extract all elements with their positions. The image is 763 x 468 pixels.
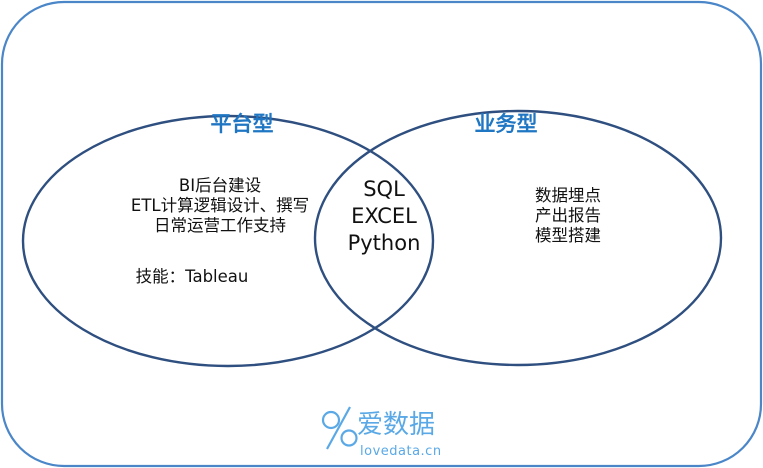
- right-duty-line: 数据埋点: [535, 186, 601, 205]
- overlap-skill-line: EXCEL: [351, 204, 417, 228]
- overlap-skill-line: Python: [347, 231, 421, 255]
- logo-brand: 爱数据: [357, 410, 436, 440]
- right-circle-business: [313, 109, 723, 367]
- left-duty-line: 日常运营工作支持: [154, 216, 286, 235]
- overlap-skill-line: SQL: [363, 177, 405, 201]
- logo-domain: lovedata.cn: [360, 444, 442, 459]
- left-circle-platform: [21, 114, 435, 368]
- left-circle-duties: BI后台建设 ETL计算逻辑设计、撰写 日常运营工作支持: [70, 176, 370, 236]
- left-duty-line: ETL计算逻辑设计、撰写: [130, 196, 310, 215]
- left-circle-skill: 技能：Tableau: [135, 267, 249, 286]
- left-duty-line: BI后台建设: [178, 176, 262, 195]
- right-duty-line: 模型搭建: [535, 226, 601, 245]
- right-circle-title: 业务型: [474, 112, 538, 136]
- right-duty-line: 产出报告: [535, 206, 601, 225]
- left-circle-title: 平台型: [210, 112, 274, 136]
- overlap-skills: SQL EXCEL Python: [320, 176, 448, 257]
- percent-logo-icon: [321, 406, 358, 450]
- right-circle-duties: 数据埋点 产出报告 模型搭建: [508, 186, 628, 246]
